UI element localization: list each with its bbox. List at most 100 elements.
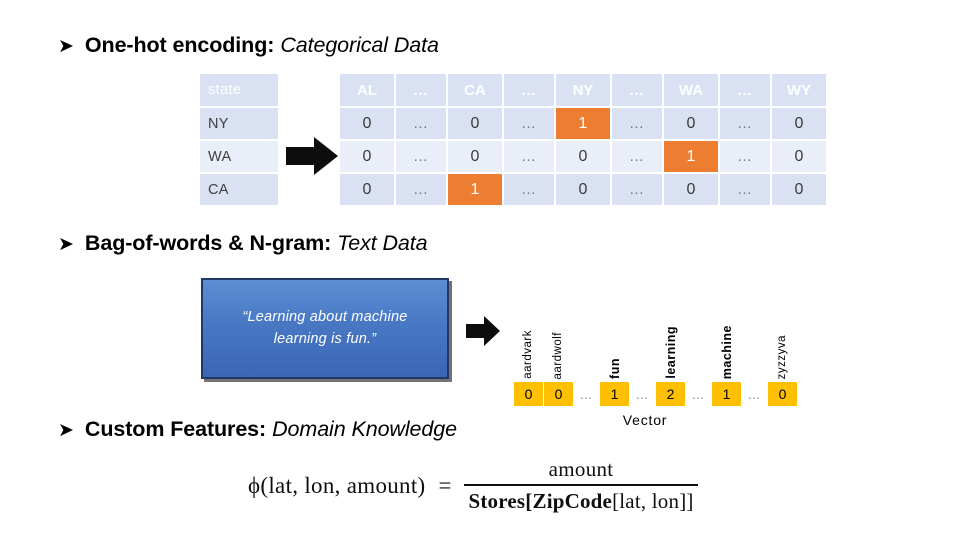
- table-row: 0 … 0 … 1 … 0 … 0: [340, 108, 826, 141]
- vector-label-machine: machine: [719, 324, 734, 379]
- vector-cell-ellipsis: …: [574, 382, 600, 406]
- matrix-cell-ellipsis: …: [396, 141, 448, 174]
- matrix-header-ellipsis-2: …: [504, 74, 556, 108]
- matrix-cell: 0: [448, 141, 504, 174]
- heading-custom-features: ➤ Custom Features: Domain Knowledge: [58, 417, 457, 442]
- matrix-cell-highlighted: 1: [556, 108, 612, 141]
- vector-cell-ellipsis: …: [686, 382, 712, 406]
- state-cell-ca: CA: [200, 174, 278, 205]
- state-cell-ny: NY: [200, 108, 278, 141]
- matrix-cell-highlighted: 1: [448, 174, 504, 205]
- formula-denominator-bold: Stores[ZipCode: [468, 489, 613, 513]
- custom-feature-formula: ϕ(lat, lon, amount) = amount Stores[ZipC…: [248, 457, 698, 514]
- matrix-cell: 0: [772, 141, 826, 174]
- matrix-header-ellipsis-1: …: [396, 74, 448, 108]
- table-row: NY: [200, 108, 278, 141]
- state-cell-wa: WA: [200, 141, 278, 174]
- matrix-header-ellipsis-4: …: [720, 74, 772, 108]
- vector-cell: 0: [768, 382, 798, 406]
- bag-of-words-vector: aardvark 0 aardwolf 0 x … fun 1 x … lear…: [514, 286, 798, 428]
- vector-cell: 1: [712, 382, 742, 406]
- vector-column: aardwolf 0: [544, 332, 574, 406]
- vector-label-zyzzyva: zyzzyva: [776, 334, 789, 379]
- vector-label-learning: learning: [663, 326, 678, 379]
- heading-bow-title: Bag-of-words & N-gram:: [84, 231, 332, 255]
- vector-column: machine 1: [712, 325, 742, 406]
- sentence-example-box: “Learning about machine learning is fun.…: [201, 278, 449, 379]
- matrix-cell-highlighted: 1: [664, 141, 720, 174]
- table-row: CA: [200, 174, 278, 205]
- matrix-cell-ellipsis: …: [504, 108, 556, 141]
- vector-column: fun 1: [600, 358, 630, 406]
- matrix-cell: 0: [340, 174, 396, 205]
- matrix-cell: 0: [664, 174, 720, 205]
- state-table: state NY WA CA: [200, 74, 278, 205]
- matrix-cell-ellipsis: …: [504, 174, 556, 205]
- heading-one-hot-encoding: ➤ One-hot encoding: Categorical Data: [58, 33, 439, 58]
- matrix-cell: 0: [772, 108, 826, 141]
- vector-label-aardvark: aardvark: [522, 330, 535, 379]
- table-header-row: AL … CA … NY … WA … WY: [340, 74, 826, 108]
- bullet-arrow-icon: ➤: [58, 35, 74, 57]
- table-header-row: state: [200, 74, 278, 108]
- bullet-arrow-icon: ➤: [58, 419, 74, 441]
- matrix-cell-ellipsis: …: [720, 141, 772, 174]
- vector-label-fun: fun: [607, 358, 622, 379]
- matrix-cell-ellipsis: …: [612, 174, 664, 205]
- matrix-cell-ellipsis: …: [504, 141, 556, 174]
- matrix-header-ny: NY: [556, 74, 612, 108]
- table-row: 0 … 0 … 0 … 1 … 0: [340, 141, 826, 174]
- vector-column: zyzzyva 0: [768, 335, 798, 406]
- matrix-header-ellipsis-3: …: [612, 74, 664, 108]
- matrix-cell-ellipsis: …: [396, 108, 448, 141]
- vector-cell-ellipsis: …: [630, 382, 656, 406]
- heading-custom-subtitle: Domain Knowledge: [272, 417, 457, 441]
- formula-fraction: amount Stores[ZipCode[lat, lon]]: [464, 457, 698, 514]
- vector-cell: 0: [544, 382, 574, 406]
- vector-column: x …: [742, 373, 768, 406]
- vector-column: x …: [574, 373, 600, 406]
- heading-one-hot-subtitle: Categorical Data: [280, 33, 439, 57]
- matrix-cell: 0: [340, 141, 396, 174]
- matrix-cell: 0: [556, 141, 612, 174]
- formula-denominator-plain: [lat, lon]]: [612, 489, 694, 513]
- heading-one-hot-title: One-hot encoding:: [84, 33, 275, 57]
- matrix-cell-ellipsis: …: [720, 174, 772, 205]
- table-row: WA: [200, 141, 278, 174]
- vector-caption: Vector: [622, 412, 668, 428]
- vector-cell: 2: [656, 382, 686, 406]
- matrix-cell-ellipsis: …: [720, 108, 772, 141]
- vector-column: aardvark 0: [514, 330, 544, 406]
- matrix-cell: 0: [448, 108, 504, 141]
- matrix-header-wa: WA: [664, 74, 720, 108]
- one-hot-matrix-table: AL … CA … NY … WA … WY 0 … 0 … 1 … 0 … 0: [340, 74, 826, 205]
- heading-bow-subtitle: Text Data: [337, 231, 428, 255]
- table-row: 0 … 1 … 0 … 0 … 0: [340, 174, 826, 205]
- formula-left-hand-side: ϕ(lat, lon, amount): [248, 472, 426, 498]
- vector-column: x …: [630, 373, 656, 406]
- matrix-header-ca: CA: [448, 74, 504, 108]
- matrix-cell: 0: [664, 108, 720, 141]
- matrix-header-al: AL: [340, 74, 396, 108]
- heading-bag-of-words: ➤ Bag-of-words & N-gram: Text Data: [58, 231, 428, 256]
- right-block-arrow-icon: [286, 136, 338, 181]
- matrix-cell: 0: [556, 174, 612, 205]
- right-block-arrow-icon: [466, 316, 500, 351]
- vector-label-aardwolf: aardwolf: [552, 331, 565, 379]
- formula-denominator: Stores[ZipCode[lat, lon]]: [464, 484, 698, 514]
- one-hot-encoding-diagram: state NY WA CA AL … CA … NY … WA …: [200, 74, 826, 205]
- matrix-cell: 0: [340, 108, 396, 141]
- vector-column: learning 2: [656, 326, 686, 406]
- vector-cell-ellipsis: …: [742, 382, 768, 406]
- matrix-cell: 0: [772, 174, 826, 205]
- formula-equals-sign: =: [438, 472, 452, 498]
- state-column-header: state: [200, 74, 278, 108]
- sentence-text: “Learning about machine learning is fun.…: [242, 309, 408, 347]
- heading-custom-title: Custom Features:: [84, 417, 267, 441]
- vector-cell: 0: [514, 382, 544, 406]
- matrix-cell-ellipsis: …: [612, 141, 664, 174]
- vector-cell: 1: [600, 382, 630, 406]
- formula-numerator: amount: [548, 457, 614, 481]
- vector-column: x …: [686, 373, 712, 406]
- matrix-cell-ellipsis: …: [612, 108, 664, 141]
